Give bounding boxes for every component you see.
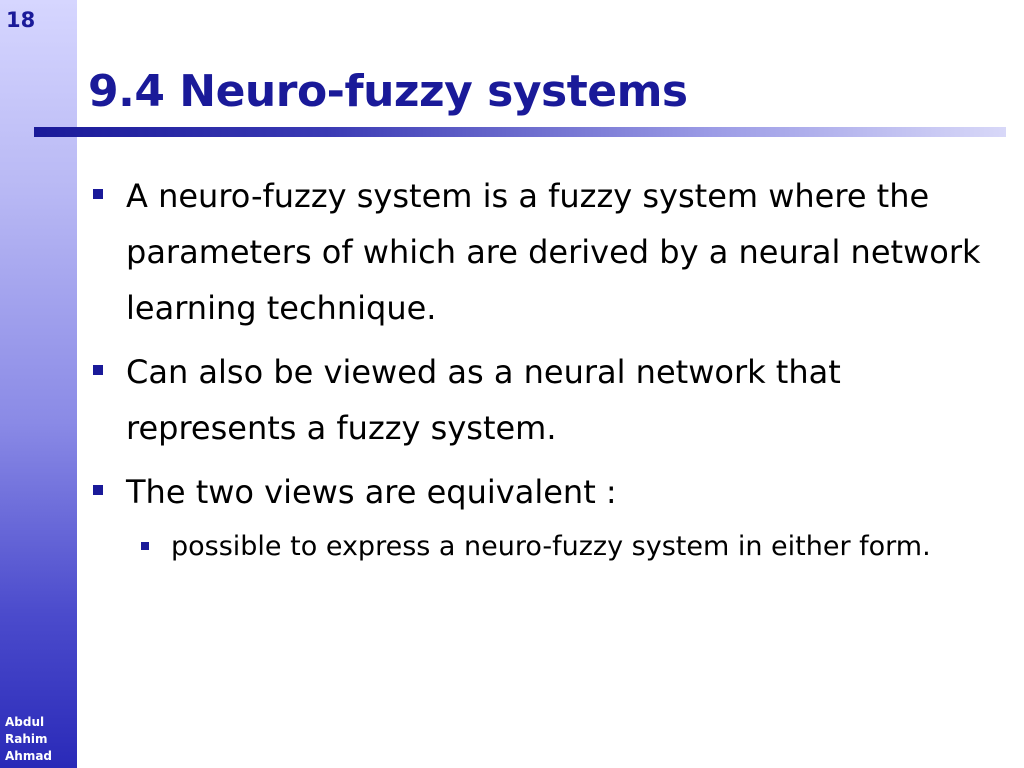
bullet-item: The two views are equivalent : [90,464,990,520]
slide-title: 9.4 Neuro-fuzzy systems [88,66,688,117]
sub-bullet-item: possible to express a neuro-fuzzy system… [135,524,990,570]
square-bullet-icon [93,365,103,375]
bullet-item: Can also be viewed as a neural network t… [90,344,990,456]
author-middle-name: Rahim [5,732,48,746]
author-first-name: Abdul [5,715,45,729]
square-bullet-icon [93,485,103,495]
square-sub-bullet-icon [141,542,149,550]
sub-bullet-text: possible to express a neuro-fuzzy system… [171,531,931,562]
slide-number: 18 [6,8,36,32]
bullet-text: Can also be viewed as a neural network t… [126,353,841,447]
bullet-text: The two views are equivalent : [126,473,617,511]
slide-content: A neuro-fuzzy system is a fuzzy system w… [90,168,990,570]
author-last-name: Ahmad [5,749,53,763]
title-underline [34,127,1006,137]
square-bullet-icon [93,189,103,199]
bullet-text: A neuro-fuzzy system is a fuzzy system w… [126,177,981,327]
author-label: Abdul Rahim Ahmad [5,714,52,765]
left-sidebar: 18 Abdul Rahim Ahmad [0,0,77,768]
bullet-item: A neuro-fuzzy system is a fuzzy system w… [90,168,990,336]
